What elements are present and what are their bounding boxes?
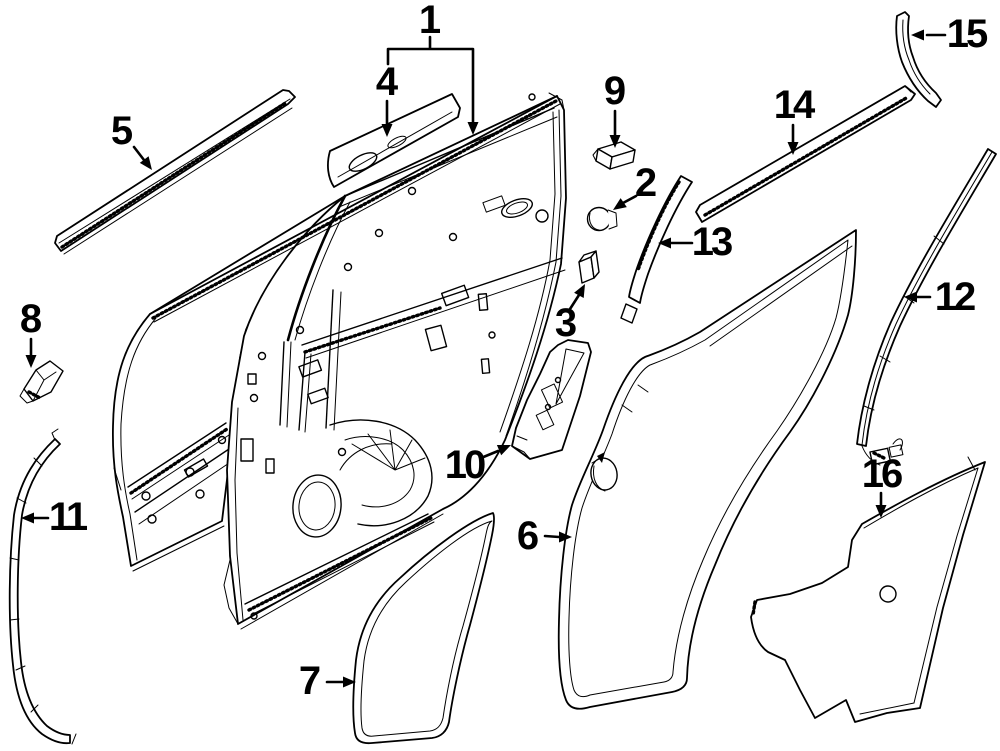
callout-label-3: 3 bbox=[554, 301, 578, 345]
part-10-lock-plate-drawing bbox=[511, 339, 592, 460]
callout-label-4: 4 bbox=[375, 60, 399, 104]
callout-label-5: 5 bbox=[110, 109, 134, 153]
part-9-clip-drawing bbox=[592, 141, 636, 170]
callout-label-13: 13 bbox=[691, 220, 733, 264]
part-13-sash-strip-drawing bbox=[620, 175, 693, 324]
part-3-clip-drawing bbox=[578, 250, 600, 284]
callout-label-16: 16 bbox=[861, 452, 903, 496]
callout-label-12: 12 bbox=[934, 275, 976, 319]
part-16-shield-panel-drawing bbox=[750, 456, 986, 723]
callout-label-15: 15 bbox=[946, 12, 988, 56]
callout-label-9: 9 bbox=[603, 69, 627, 113]
callout-label-1: 1 bbox=[418, 0, 442, 42]
callout-label-8: 8 bbox=[19, 297, 43, 341]
callout-label-7: 7 bbox=[298, 659, 322, 703]
part-5-belt-molding-drawing bbox=[54, 89, 296, 255]
callout-label-11: 11 bbox=[48, 495, 88, 539]
part-15-pillar-strip-drawing bbox=[895, 11, 942, 108]
part-7-glass-seal-drawing bbox=[352, 512, 495, 745]
callout-leader-lines bbox=[21, 29, 947, 688]
door-shell-drawing bbox=[149, 92, 567, 630]
callout-label-6: 6 bbox=[516, 514, 540, 558]
part-12-glass-run-drawing bbox=[856, 148, 997, 466]
part-6-weatherstrip-drawing bbox=[557, 229, 857, 710]
callout-label-2: 2 bbox=[634, 161, 658, 205]
callout-label-10: 10 bbox=[444, 443, 486, 487]
callout-label-14: 14 bbox=[773, 83, 815, 127]
part-2-grommet-drawing bbox=[586, 206, 618, 232]
part-8-clip-drawing bbox=[19, 360, 64, 404]
door-outer-panel-drawing bbox=[112, 195, 346, 572]
part-11-channel-strip-drawing bbox=[8, 428, 77, 745]
part-4-window-frame-trim-drawing bbox=[327, 93, 461, 188]
part-14-belt-molding-drawing bbox=[695, 85, 916, 223]
